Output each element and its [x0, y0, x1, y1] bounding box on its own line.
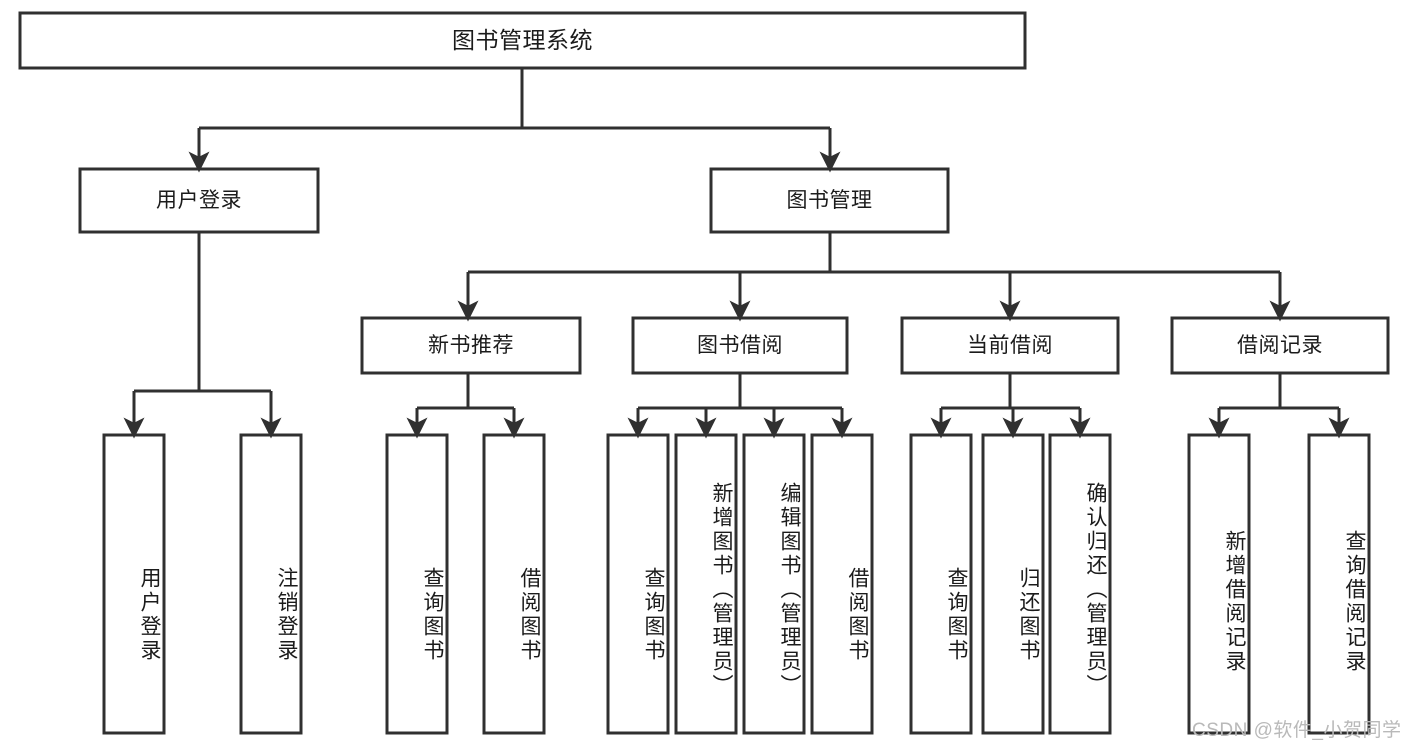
node-box-new-book-recommend[interactable]	[360, 316, 582, 375]
leaf-box-borrow-record-0[interactable]	[1187, 433, 1251, 735]
leaf-box-current-borrow-2[interactable]	[1048, 433, 1112, 735]
leaf-box-current-borrow-1[interactable]	[981, 433, 1045, 735]
leaf-box-borrow-record-1[interactable]	[1307, 433, 1371, 735]
node-box-user-login[interactable]	[78, 167, 320, 234]
leaf-box-book-borrow-1[interactable]	[674, 433, 738, 735]
leaf-box-user-login-1[interactable]	[239, 433, 303, 735]
watermark-text: CSDN @软件_小贺同学	[1192, 720, 1402, 741]
leaf-box-book-borrow-2[interactable]	[742, 433, 806, 735]
node-box-book-management[interactable]	[709, 167, 950, 234]
node-box-root[interactable]	[18, 11, 1027, 70]
leaf-box-book-borrow-3[interactable]	[810, 433, 874, 735]
leaf-box-current-borrow-0[interactable]	[909, 433, 973, 735]
node-box-book-borrow[interactable]	[631, 316, 849, 375]
leaf-box-user-login-0[interactable]	[102, 433, 166, 735]
leaf-box-book-borrow-0[interactable]	[606, 433, 670, 735]
leaf-box-new-book-recommend-0[interactable]	[385, 433, 449, 735]
node-box-borrow-record[interactable]	[1170, 316, 1390, 375]
leaf-box-new-book-recommend-1[interactable]	[482, 433, 546, 735]
node-box-current-borrow[interactable]	[900, 316, 1120, 375]
